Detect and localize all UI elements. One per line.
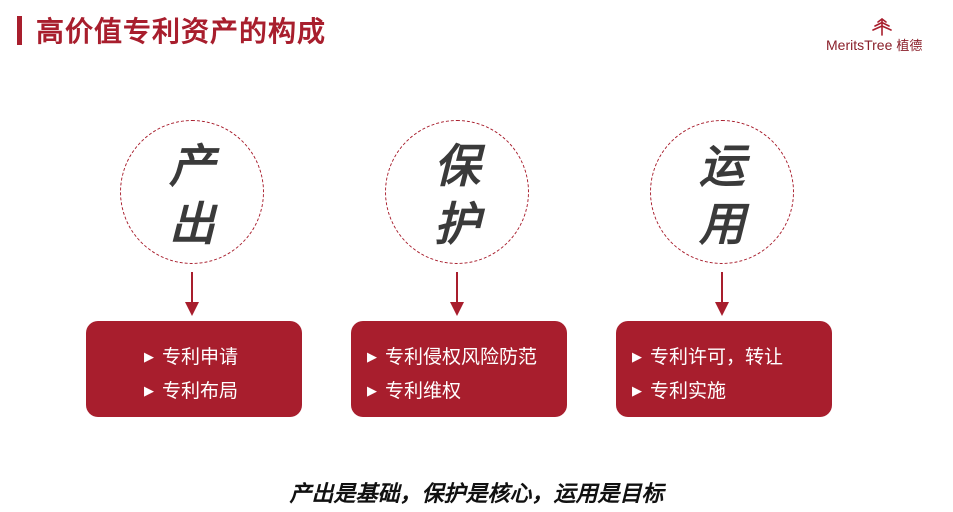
pillar-utilization: 运 用 ▶ 专利许可，转让 ▶ 专利实施 (616, 120, 836, 420)
triangle-bullet-icon: ▶ (632, 384, 642, 399)
item-label: 专利实施 (650, 380, 727, 402)
arrow-down-icon (185, 272, 199, 316)
arrow-down-icon (715, 272, 729, 316)
list-item: ▶ 专利实施 (632, 382, 726, 401)
pillar-item-box: ▶ 专利许可，转让 ▶ 专利实施 (616, 321, 832, 417)
title-accent-bar (17, 16, 22, 45)
dashed-circle: 产 出 (120, 120, 264, 264)
logo-cn-text: 植德 (896, 38, 923, 53)
pillar-char-bottom: 护 (434, 197, 480, 251)
pillar-char-top: 产 (169, 139, 215, 193)
pillar-char-top: 保 (434, 139, 480, 193)
pillar-item-box: ▶ 专利侵权风险防范 ▶ 专利维权 (351, 321, 567, 417)
list-item: ▶ 专利布局 (144, 382, 238, 401)
triangle-bullet-icon: ▶ (144, 350, 154, 365)
item-label: 专利许可，转让 (650, 346, 784, 368)
dashed-circle: 运 用 (650, 120, 794, 264)
dashed-circle: 保 护 (385, 120, 529, 264)
arrow-down-icon (450, 272, 464, 316)
list-item: ▶ 专利许可，转让 (632, 348, 783, 367)
pillar-char-bottom: 用 (699, 197, 745, 251)
list-item: ▶ 专利侵权风险防范 (367, 348, 537, 367)
item-label: 专利申请 (162, 346, 239, 368)
list-item: ▶ 专利申请 (144, 348, 238, 367)
logo-wordmark: MeritsTree (826, 37, 893, 53)
pillar-protection: 保 护 ▶ 专利侵权风险防范 ▶ 专利维权 (351, 120, 571, 420)
tree-logo-icon (872, 18, 892, 36)
triangle-bullet-icon: ▶ (144, 384, 154, 399)
list-item: ▶ 专利维权 (367, 382, 461, 401)
page-title: 高价值专利资产的构成 (36, 15, 327, 48)
pillar-char-top: 运 (699, 139, 745, 193)
slogan: 产出是基础，保护是核心，运用是目标 (289, 482, 664, 507)
item-label: 专利布局 (162, 380, 239, 402)
item-label: 专利侵权风险防范 (385, 346, 538, 368)
triangle-bullet-icon: ▶ (367, 384, 377, 399)
triangle-bullet-icon: ▶ (632, 350, 642, 365)
item-label: 专利维权 (385, 380, 462, 402)
pillar-char-bottom: 出 (169, 197, 215, 251)
pillar-item-box: ▶ 专利申请 ▶ 专利布局 (86, 321, 302, 417)
pillar-output: 产 出 ▶ 专利申请 ▶ 专利布局 (86, 120, 306, 420)
triangle-bullet-icon: ▶ (367, 350, 377, 365)
